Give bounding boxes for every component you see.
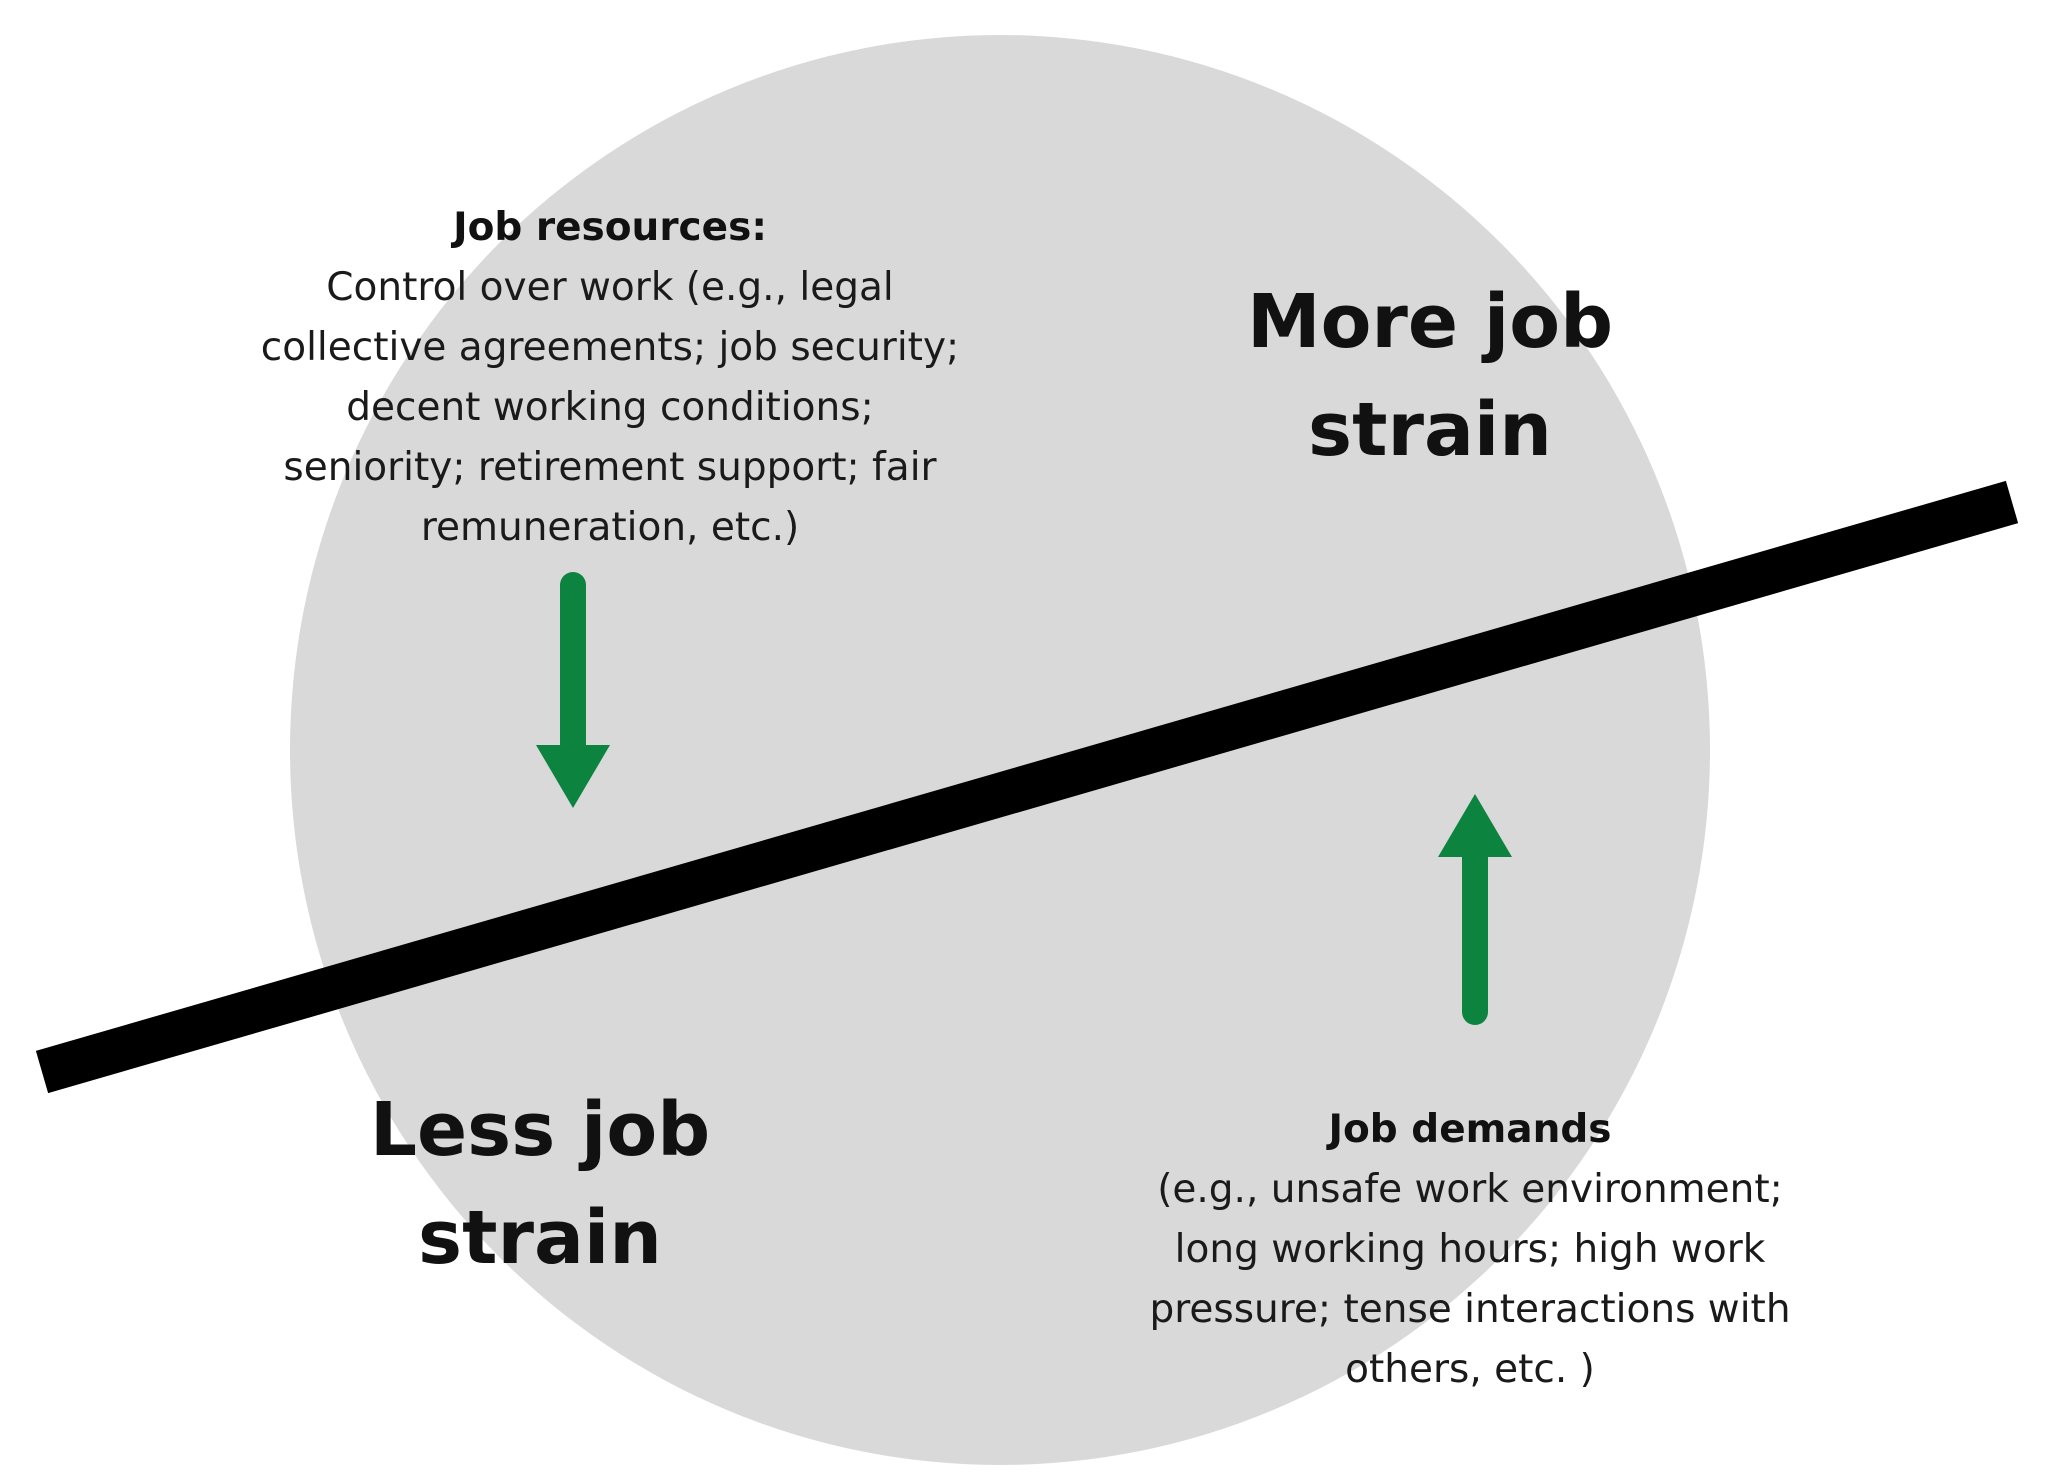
job-resources-block: Job resources: Control over work (e.g., … [230,198,990,558]
demands-arrow-up-icon [1438,794,1512,1025]
job-demands-line: (e.g., unsafe work environment; [1157,1167,1783,1212]
more-job-strain-line: More job [1246,279,1614,365]
job-resources-line: seniority; retirement support; fair [283,445,937,490]
job-resources-heading: Job resources: [453,205,767,250]
more-job-strain-label: More job strain [1190,268,1670,484]
job-resources-line: collective agreements; job security; [260,325,960,370]
resources-arrow-down-icon [536,572,610,808]
job-resources-line: remuneration, etc.) [420,505,800,550]
less-job-strain-label: Less job strain [300,1076,780,1292]
strain-circle [290,35,1710,1465]
job-resources-line: decent working conditions; [346,385,874,430]
job-demands-heading: Job demands [1328,1107,1612,1152]
job-demands-line: long working hours; high work [1174,1227,1766,1272]
job-demands-line: others, etc. ) [1345,1347,1595,1392]
less-job-strain-line: strain [418,1195,662,1281]
more-job-strain-line: strain [1308,387,1552,473]
job-resources-line: Control over work (e.g., legal [326,265,894,310]
balance-bar [35,480,2019,1094]
less-job-strain-line: Less job [369,1087,711,1173]
job-demands-line: pressure; tense interactions with [1149,1287,1791,1332]
job-demands-block: Job demands (e.g., unsafe work environme… [1100,1100,1840,1400]
